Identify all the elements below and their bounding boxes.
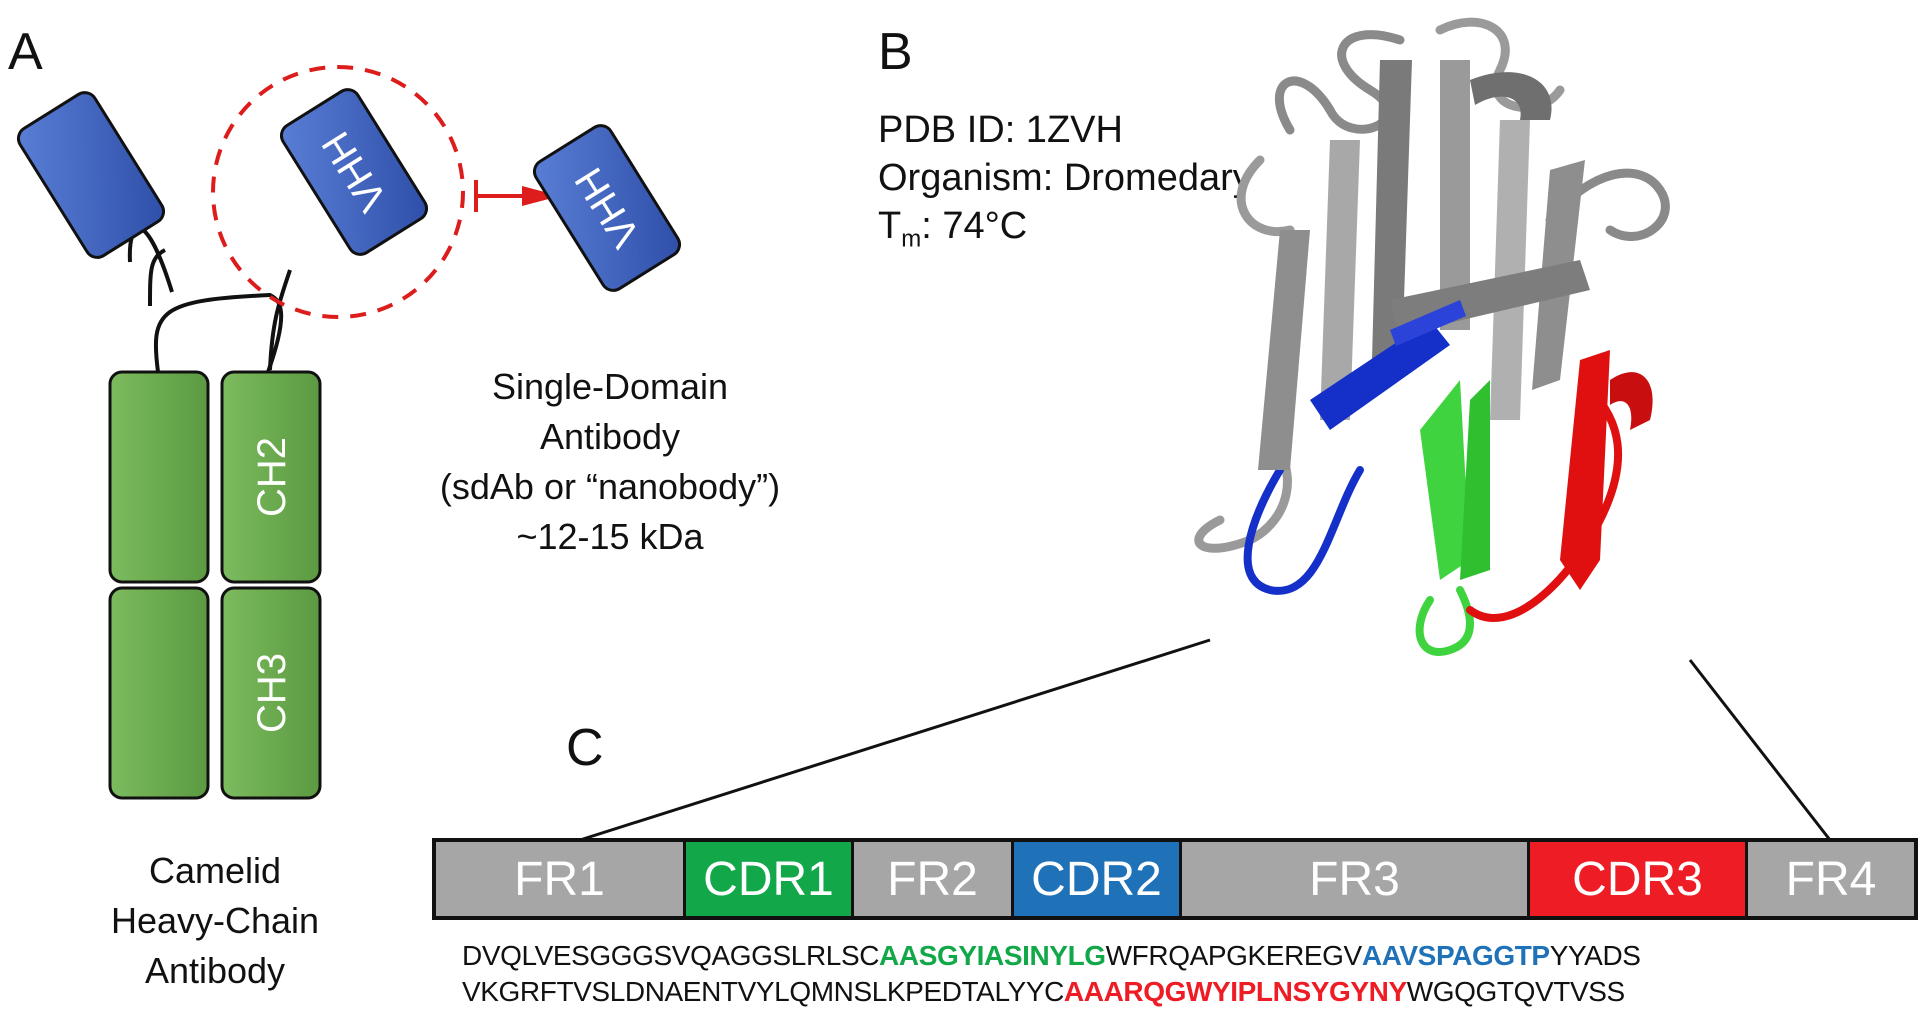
connector-line-right	[1688, 659, 1832, 841]
seq-fr-segment: YYADS	[1549, 940, 1641, 971]
sdab-vhh: VHH	[532, 124, 682, 292]
sdab-caption-line: (sdAb or “nanobody”)	[439, 466, 781, 507]
ch2-domain-right	[220, 370, 322, 584]
ribbon-loop	[1274, 30, 1405, 135]
cdr3-helix	[1610, 372, 1653, 430]
strand-gray	[1490, 120, 1530, 420]
antibody-diagram: VHH VHH CH2 CH3	[16, 65, 682, 800]
region-bar: FR1 CDR1 FR2 CDR2 FR3 CDR3 FR4	[432, 838, 1918, 920]
antibody-caption-line: Heavy-Chain	[110, 900, 320, 941]
protein-structure	[1194, 17, 1670, 656]
antibody-caption: Camelid Heavy-Chain Antibody	[60, 846, 370, 996]
arrow-head	[522, 186, 560, 206]
cdr3-strand	[1560, 350, 1610, 590]
antibody-caption-line: Camelid	[148, 850, 282, 891]
strand-gray	[1440, 60, 1470, 330]
cdr1-strand	[1420, 380, 1470, 580]
strand-gray	[1372, 60, 1412, 360]
structure-info: PDB ID: 1ZVH Organism: Dromedary Tm: 74°…	[878, 106, 1252, 264]
hinge-bridge	[153, 292, 284, 373]
vhh-arm-left	[16, 91, 166, 259]
seq-fr-segment: DVQLVESGGGSVQAGGSLRLSC	[462, 940, 880, 971]
cdr2-strand	[1390, 300, 1466, 346]
cdr2-loop	[1243, 466, 1364, 595]
ribbon-loop	[1236, 155, 1295, 236]
region-fr1: FR1	[436, 842, 686, 916]
region-fr2: FR2	[854, 842, 1014, 916]
sdab-caption: Single-Domain Antibody (sdAb or “nanobod…	[380, 362, 840, 562]
sdab-caption-line: Single-Domain	[491, 366, 729, 407]
seq-fr-segment: WFRQAPGKEREGV	[1105, 940, 1363, 971]
connector-line-left	[579, 638, 1211, 842]
seq-cdr2: AAVSPAGGTP	[1361, 940, 1550, 971]
seq-fr-segment: VKGRFTVSLDNAENTVYLQMNSLKPEDTALYYC	[462, 976, 1064, 1007]
organism: Organism: Dromedary	[878, 157, 1252, 199]
sequence-line-2: VKGRFTVSLDNAENTVYLQMNSLKPEDTALYYCAAARQGW…	[462, 974, 1625, 1010]
sequence-line-1: DVQLVESGGGSVQAGGSLRLSCAASGYIASINYLGWFRQA…	[462, 938, 1641, 974]
pdb-id: PDB ID: 1ZVH	[878, 109, 1123, 151]
region-cdr2: CDR2	[1014, 842, 1182, 916]
melting-temperature: Tm: 74°C	[878, 205, 1028, 253]
ch3-domain-right	[220, 586, 322, 800]
ch2-domain-left	[108, 370, 210, 584]
vhh-highlight-circle	[211, 65, 465, 319]
ribbon-loop	[1545, 168, 1670, 241]
region-fr4: FR4	[1748, 842, 1914, 916]
cdr2-strand	[1310, 320, 1450, 430]
helix-gray	[1470, 72, 1552, 120]
seq-cdr1: AASGYIASINYLG	[879, 940, 1106, 971]
strand-gray	[1258, 230, 1310, 470]
region-cdr3: CDR3	[1530, 842, 1748, 916]
ch3-domain-left	[108, 586, 210, 800]
antibody-caption-line: Antibody	[144, 950, 286, 991]
hinge-stem-right	[268, 269, 292, 371]
ch2-label: CH2	[250, 437, 294, 517]
seq-cdr3: AAARQGWYIPLNSYGYNY	[1063, 976, 1407, 1007]
cdr1-strand	[1460, 380, 1490, 580]
strand-gray	[1320, 140, 1360, 420]
region-cdr1: CDR1	[686, 842, 854, 916]
vhh-arm-right: VHH	[279, 88, 429, 256]
seq-fr-segment: WGQGTQVTVSS	[1406, 976, 1625, 1007]
panel-label-b: B	[878, 23, 913, 81]
panel-label-c: C	[566, 719, 604, 777]
region-fr3: FR3	[1182, 842, 1530, 916]
sdab-caption-line: Antibody	[539, 416, 681, 457]
hinge-stem-left	[148, 248, 167, 307]
sdab-caption-line: ~12-15 kDa	[516, 516, 704, 557]
ch3-label: CH3	[250, 653, 294, 733]
panel-label-a: A	[8, 23, 43, 81]
